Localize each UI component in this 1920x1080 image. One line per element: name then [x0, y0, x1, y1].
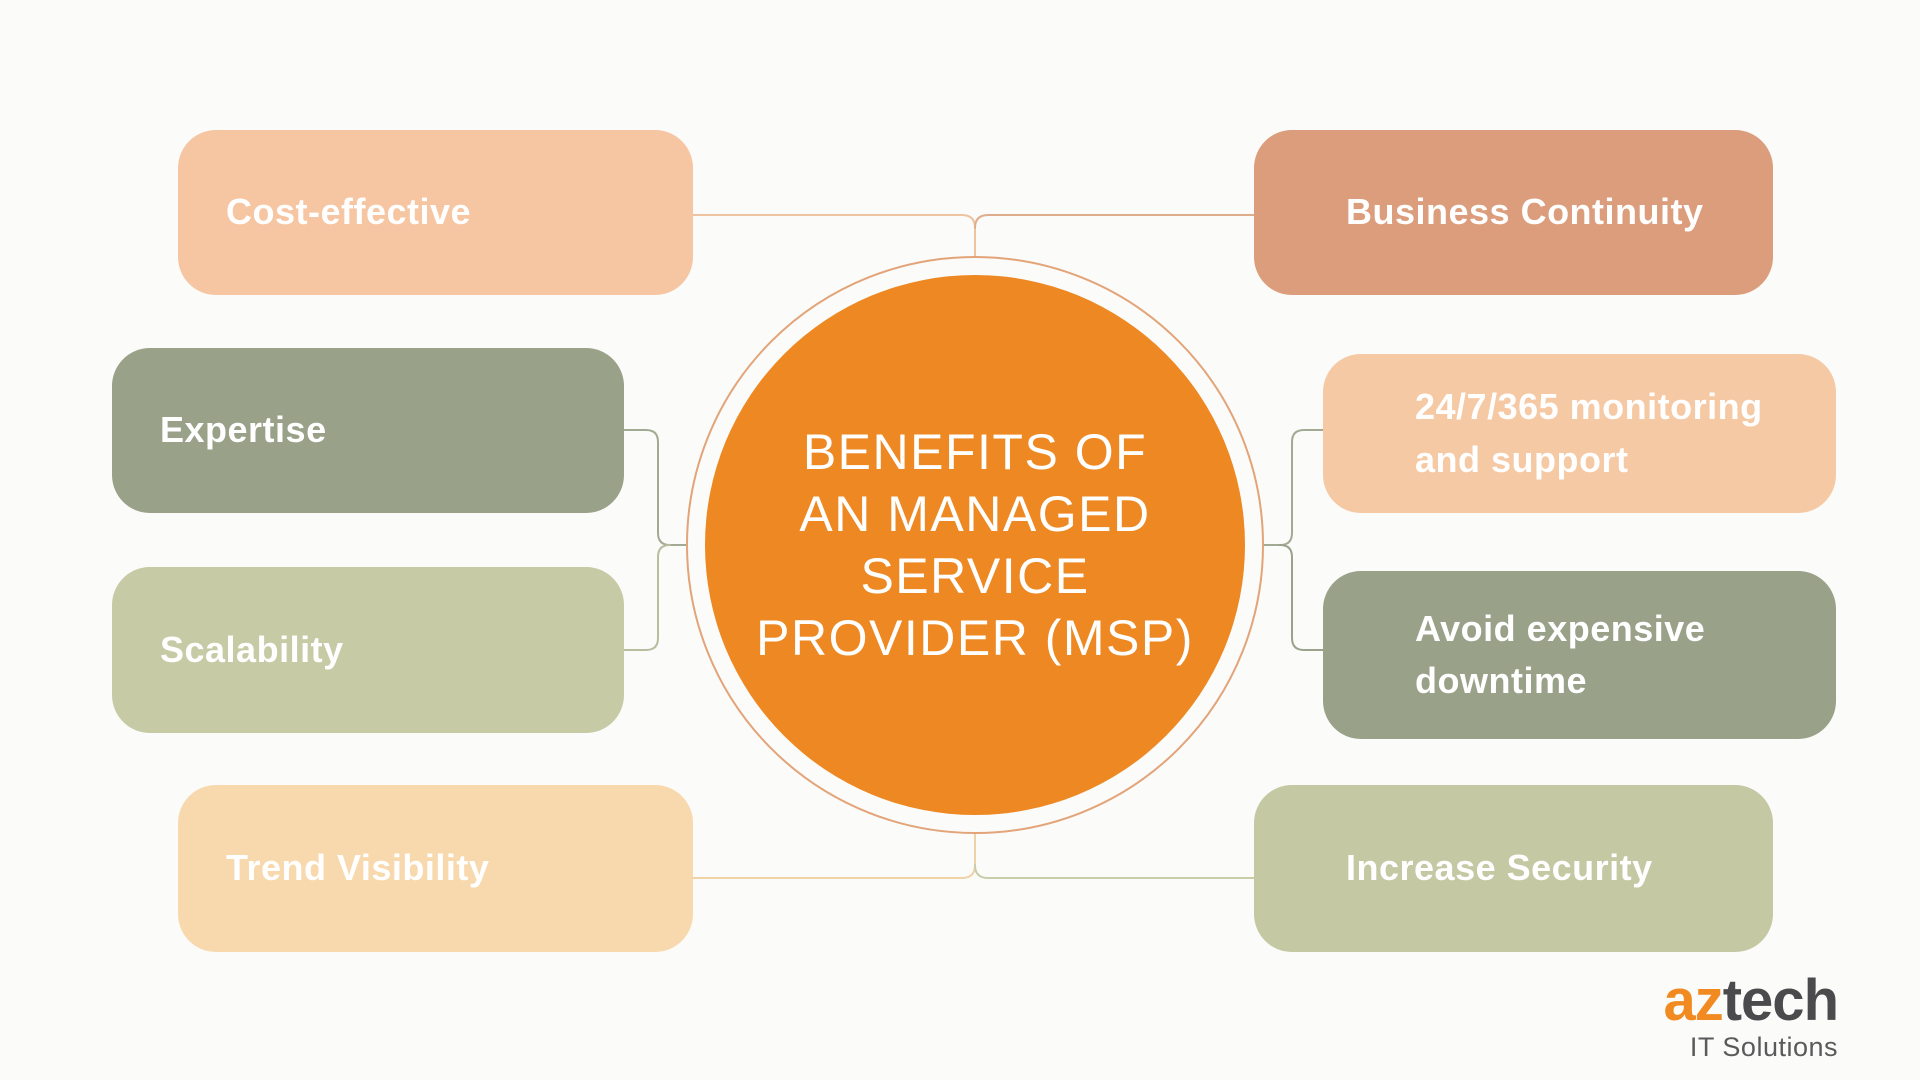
connector-line — [1279, 544, 1324, 651]
benefit-box-avoid-downtime: Avoid expensive downtime — [1323, 571, 1836, 739]
connector-line — [692, 833, 976, 879]
center-title-line: SERVICE — [860, 548, 1090, 604]
benefit-label: Expertise — [160, 409, 327, 451]
logo-az: az — [1663, 968, 1723, 1033]
connector-line — [623, 429, 687, 546]
center-title: BENEFITS OF AN MANAGED SERVICE PROVIDER … — [756, 421, 1194, 669]
benefit-box-increase-security: Increase Security — [1254, 785, 1773, 952]
center-title-line: AN MANAGED — [799, 486, 1151, 542]
benefit-label: 24/7/365 monitoring and support — [1415, 386, 1763, 480]
benefit-box-business-continuity: Business Continuity — [1254, 130, 1773, 295]
center-title-line: BENEFITS OF — [802, 424, 1148, 480]
benefit-label: Cost-effective — [226, 191, 472, 233]
benefit-label: Trend Visibility — [226, 847, 490, 889]
logo-subtitle: IT Solutions — [1689, 1032, 1838, 1062]
benefit-label: Business Continuity — [1346, 191, 1704, 233]
center-circle: BENEFITS OF AN MANAGED SERVICE PROVIDER … — [705, 275, 1245, 815]
aztech-logo: aztech IT Solutions — [1663, 972, 1839, 1062]
connector-line — [974, 214, 1255, 229]
benefit-box-scalability: Scalability — [112, 567, 624, 733]
connector-line — [692, 214, 976, 257]
logo-tech: tech — [1722, 968, 1839, 1033]
center-circle-ring — [686, 256, 1264, 834]
benefit-box-trend-visibility: Trend Visibility — [178, 785, 693, 952]
logo-wordmark: aztech — [1663, 972, 1839, 1030]
benefit-box-monitoring-support: 24/7/365 monitoring and support — [1323, 354, 1836, 513]
center-title-line: PROVIDER (MSP) — [756, 610, 1194, 666]
benefit-box-cost-effective: Cost-effective — [178, 130, 693, 295]
benefit-label: Increase Security — [1346, 847, 1653, 889]
connector-line — [623, 544, 671, 651]
benefit-label: Avoid expensive downtime — [1415, 607, 1706, 701]
connector-line — [974, 864, 1255, 879]
benefit-label: Scalability — [160, 628, 344, 670]
connector-line — [1263, 429, 1324, 546]
benefit-box-expertise: Expertise — [112, 348, 624, 513]
